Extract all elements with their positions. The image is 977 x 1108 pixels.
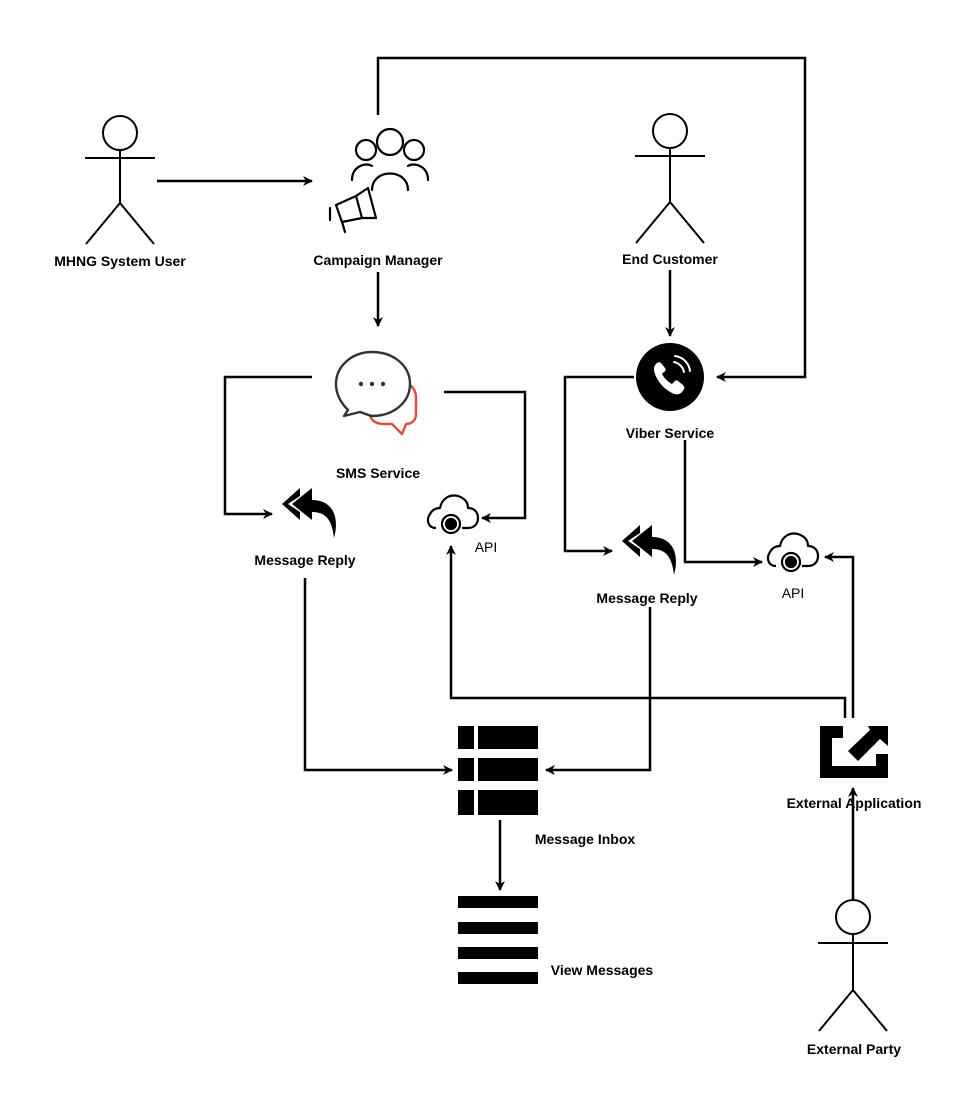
edge-campaign-to-viber bbox=[376, 56, 807, 382]
edges bbox=[157, 56, 858, 900]
edge-sms-to-reply bbox=[223, 375, 312, 519]
external-party-label: External Party bbox=[807, 1041, 901, 1057]
actor-external-party bbox=[818, 899, 888, 1032]
reply-all-icon bbox=[282, 488, 336, 538]
sms-service-label: SMS Service bbox=[336, 465, 420, 481]
viber-api-label: API bbox=[782, 585, 805, 601]
chat-bubbles-icon bbox=[334, 350, 418, 436]
edge-sms-to-api bbox=[444, 390, 527, 523]
menu-lines-icon bbox=[458, 896, 538, 984]
message-inbox-label: Message Inbox bbox=[535, 831, 636, 847]
external-link-icon bbox=[820, 726, 888, 778]
sms-api-label: API bbox=[475, 539, 498, 555]
viber-message-reply-label: Message Reply bbox=[596, 590, 697, 606]
reply-all-icon bbox=[622, 525, 676, 575]
actor-mhng-system-user bbox=[85, 115, 155, 245]
edge-smsreply-to-inbox bbox=[303, 578, 453, 775]
mhng-user-label: MHNG System User bbox=[54, 253, 186, 269]
edge-extapp-to-viberapi bbox=[824, 552, 855, 718]
campaign-manager-label: Campaign Manager bbox=[313, 252, 443, 268]
table-list-icon bbox=[458, 726, 538, 815]
viber-phone-icon bbox=[636, 343, 704, 411]
edge-viber-to-api bbox=[683, 440, 763, 567]
external-application-label: External Application bbox=[787, 795, 922, 811]
edge-extapp-to-smsapi bbox=[446, 545, 847, 718]
cloud-api-icon bbox=[426, 494, 480, 535]
edge-viber-to-reply bbox=[563, 375, 634, 556]
actor-end-customer bbox=[635, 113, 705, 244]
campaign-manager-icon bbox=[328, 127, 430, 234]
end-customer-label: End Customer bbox=[622, 251, 718, 267]
view-messages-label: View Messages bbox=[551, 962, 654, 978]
cloud-api-icon bbox=[766, 532, 820, 573]
edge-viberreply-to-inbox bbox=[545, 607, 652, 775]
viber-service-label: Viber Service bbox=[626, 425, 715, 441]
sms-message-reply-label: Message Reply bbox=[254, 552, 355, 568]
